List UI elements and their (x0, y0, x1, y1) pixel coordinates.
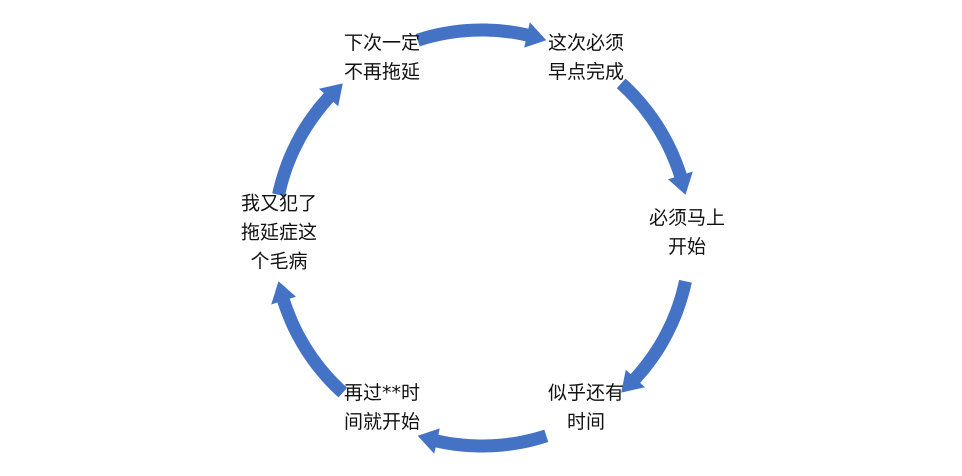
arrow-next-to-finish (415, 22, 547, 48)
arrow-time-to-later (417, 428, 549, 454)
node-start-now: 必须马上 开始 (648, 207, 725, 258)
arrow-start-to-time (621, 279, 692, 393)
node-still-time: 似乎还有 时间 (547, 382, 624, 433)
node-start-later: 再过**时 间就开始 (343, 382, 420, 433)
node-next-time: 下次一定 不再拖延 (343, 32, 420, 83)
arrow-finish-to-start (616, 78, 693, 195)
node-finish-early: 这次必须 早点完成 (547, 32, 624, 83)
node-procrastinated-again: 我又犯了 拖延症这 个毛病 (240, 192, 317, 273)
arrows-group (271, 22, 693, 454)
arrow-later-to-again (271, 281, 348, 398)
arrow-again-to-next (272, 83, 343, 197)
